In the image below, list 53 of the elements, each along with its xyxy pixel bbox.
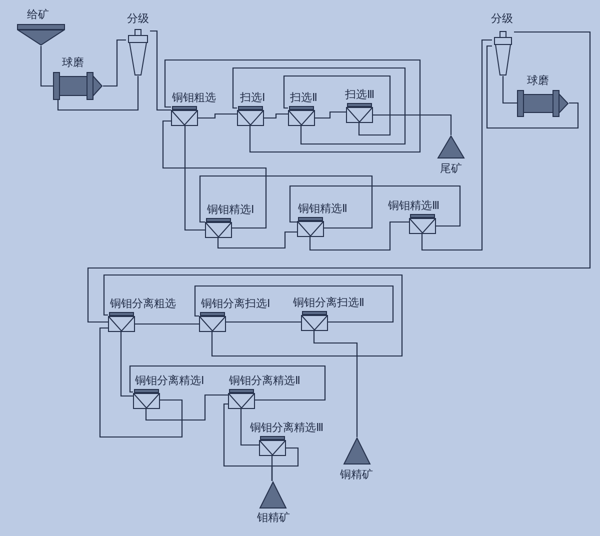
flow-line	[145, 394, 228, 421]
unit-label: 钼精矿	[257, 511, 290, 524]
flow-line	[194, 285, 394, 323]
unit-label: 铜钼分离精选Ⅲ	[250, 421, 324, 434]
flow-line	[309, 221, 409, 251]
unit-label: 球磨	[527, 74, 549, 87]
flow-line	[184, 126, 205, 231]
unit-label: 扫选Ⅲ	[345, 88, 375, 101]
unit-label: 铜钼粗选	[172, 91, 216, 104]
unit-label: 铜钼分离粗选	[110, 297, 176, 310]
unit-label: 铜精矿	[340, 468, 373, 481]
unit-label: 铜钼分离扫选Ⅱ	[293, 296, 364, 309]
flow-line	[164, 59, 421, 153]
flow-line	[315, 111, 346, 119]
unit-label: 扫选Ⅱ	[290, 91, 318, 104]
flow-line	[283, 75, 391, 136]
flow-line	[135, 323, 199, 325]
flow-line	[313, 331, 358, 437]
flow-line	[57, 76, 139, 111]
unit-label: 球磨	[62, 56, 84, 69]
unit-label: 铜钼分离精选Ⅰ	[135, 374, 204, 387]
flow-line	[486, 45, 579, 129]
flow-line	[162, 120, 267, 229]
flow-line	[421, 39, 492, 251]
unit-label: 铜钼精选Ⅰ	[207, 203, 254, 216]
unit-label: 铜钼精选Ⅲ	[388, 199, 440, 212]
flow-line	[103, 274, 403, 357]
flow-line	[40, 46, 53, 87]
flow-line	[129, 365, 326, 401]
unit-label: 分级	[127, 12, 149, 25]
flow-line	[232, 67, 406, 145]
flow-line	[150, 30, 171, 111]
flow-line	[120, 332, 133, 397]
flow-line	[99, 327, 183, 438]
flow-line	[87, 31, 591, 323]
flow-line	[373, 114, 452, 135]
flow-line	[226, 321, 301, 323]
flow-line	[199, 175, 373, 229]
unit-label: 铜钼分离精选Ⅱ	[229, 374, 300, 387]
flow-line	[217, 231, 297, 249]
flow-line	[289, 185, 461, 227]
flow-line	[240, 409, 259, 446]
flow-line	[198, 113, 237, 119]
flow-line	[264, 113, 288, 119]
flow-line	[502, 76, 517, 104]
unit-label: 给矿	[27, 8, 49, 21]
flow-line	[271, 447, 299, 481]
unit-label: 扫选Ⅰ	[240, 91, 266, 104]
flow-line	[103, 39, 126, 87]
unit-label: 铜钼精选Ⅱ	[298, 202, 348, 215]
unit-label: 铜钼分离扫选Ⅰ	[201, 297, 270, 310]
unit-label: 分级	[491, 12, 513, 25]
unit-label: 尾矿	[440, 162, 462, 175]
